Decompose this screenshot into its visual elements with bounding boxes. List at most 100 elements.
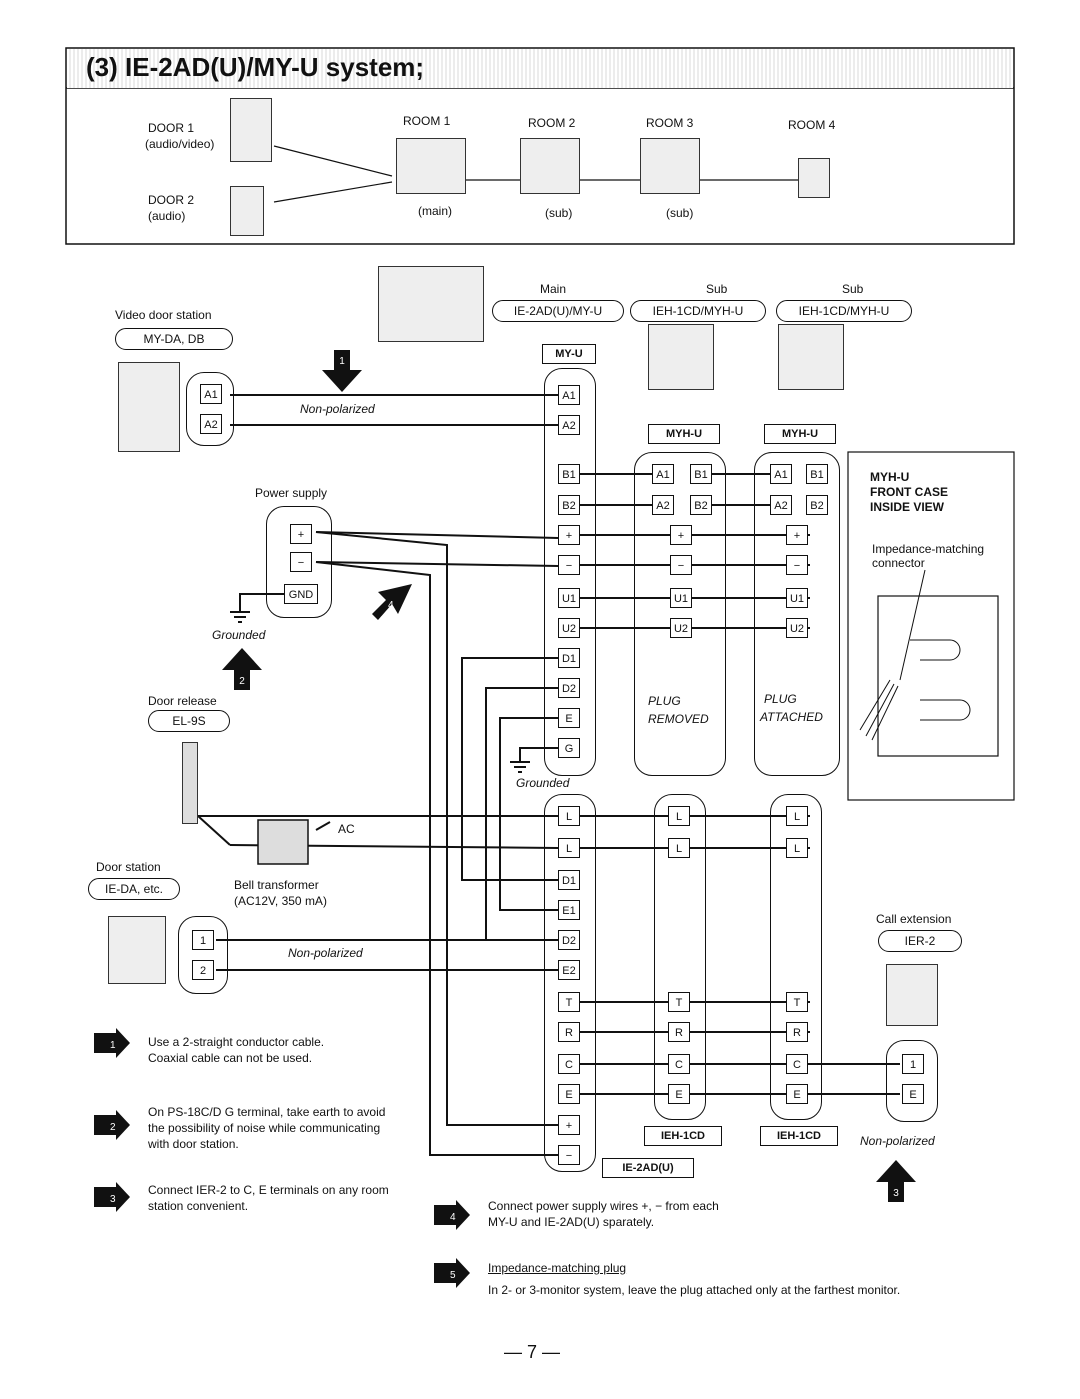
page-title: (3) IE-2AD(U)/MY-U system; <box>86 52 425 82</box>
terminal-t-iehcd1: T <box>668 992 690 1012</box>
terminal-a1-myhu2: A1 <box>770 464 792 484</box>
note-1-line-1: Use a 2-straight conductor cable. <box>148 1035 325 1049</box>
grounded-label-1: Grounded <box>212 628 266 642</box>
terminal-plus-ie2adu: + <box>558 1115 580 1135</box>
non-polarized-label-2: Non-polarized <box>288 946 363 960</box>
door-station-strip <box>178 916 228 994</box>
terminal-plus-myu: + <box>558 525 580 545</box>
svg-text:1: 1 <box>110 1040 116 1051</box>
main-model-pill: IE-2AD(U)/MY-U <box>492 300 624 322</box>
bell-transformer-label: Bell transformer <box>234 878 319 892</box>
terminal-e2-ie2adu: E2 <box>558 960 580 980</box>
room1-monitor <box>396 138 466 194</box>
main-label: Main <box>540 282 567 296</box>
terminal-e-ie2adu: E <box>558 1084 580 1104</box>
terminal-l1-ie2adu: L <box>558 806 580 826</box>
power-supply-strip <box>266 506 332 618</box>
door-station-device <box>108 916 166 984</box>
terminal-r-ie2adu: R <box>558 1022 580 1042</box>
terminal-d2-ie2adu: D2 <box>558 930 580 950</box>
svg-text:3: 3 <box>893 1188 899 1199</box>
ie2adu-label: IE-2AD(U) <box>602 1158 694 1178</box>
terminal-b2-myhu1: B2 <box>690 495 712 515</box>
terminal-u1-myhu1: U1 <box>670 588 692 608</box>
inset-title-3: INSIDE VIEW <box>870 500 945 514</box>
terminal-e-myu: E <box>558 708 580 728</box>
note-1-line-2: Coaxial cable can not be used. <box>148 1051 313 1065</box>
terminal-b2-myhu2: B2 <box>806 495 828 515</box>
terminal-u2-myu: U2 <box>558 618 580 638</box>
sub1-label: Sub <box>706 282 728 296</box>
room3-sub-label: (sub) <box>666 206 694 220</box>
sub1-monitor <box>648 324 714 390</box>
terminal-a2-myhu2: A2 <box>770 495 792 515</box>
note-4-line-1: Connect power supply wires +, − from eac… <box>488 1199 719 1213</box>
call-extension-device <box>886 964 938 1026</box>
room2-monitor <box>520 138 580 194</box>
page-number: — 7 — <box>504 1342 561 1362</box>
terminal-a2-myhu1: A2 <box>652 495 674 515</box>
note-4-icon: 4 <box>434 1200 470 1230</box>
svg-text:3: 3 <box>110 1194 116 1205</box>
note-2-line-1: On PS-18C/D G terminal, take earth to av… <box>148 1105 386 1119</box>
door1-device <box>230 98 272 162</box>
bell-transformer-spec: (AC12V, 350 mA) <box>234 894 327 908</box>
door-release-device <box>182 742 198 824</box>
terminal-l2-iehcd2: L <box>786 838 808 858</box>
marker-4-arrow: 4 <box>372 584 412 624</box>
inset-impedance-2: connector <box>872 556 925 570</box>
terminal-1-door: 1 <box>192 930 214 950</box>
door-station-label: Door station <box>96 860 161 874</box>
video-door-label: Video door station <box>115 308 212 322</box>
note-3-line-1: Connect IER-2 to C, E terminals on any r… <box>148 1183 389 1197</box>
note-2-line-3: with door station. <box>148 1137 239 1151</box>
terminal-plus-myhu2: + <box>786 525 808 545</box>
terminal-u2-myhu1: U2 <box>670 618 692 638</box>
terminal-l1-iehcd1: L <box>668 806 690 826</box>
terminal-gnd-ps: GND <box>284 584 318 604</box>
note-2-line-2: the possibility of noise while communica… <box>148 1121 381 1135</box>
marker-2-up-arrow: 2 <box>222 648 262 690</box>
terminal-c-iehcd2: C <box>786 1054 808 1074</box>
call-extension-label: Call extension <box>876 912 952 926</box>
terminal-a1-myhu1: A1 <box>652 464 674 484</box>
room2-sub-label: (sub) <box>545 206 573 220</box>
terminal-b1-myu: B1 <box>558 464 580 484</box>
terminal-minus-myu: − <box>558 555 580 575</box>
marker-1-down-arrow: 1 <box>322 350 362 392</box>
note-1-icon: 1 <box>94 1028 130 1058</box>
terminal-1-ier2: 1 <box>902 1054 924 1074</box>
note-2-icon: 2 <box>94 1110 130 1140</box>
terminal-r-iehcd2: R <box>786 1022 808 1042</box>
terminal-minus-myhu1: − <box>670 555 692 575</box>
myu-label: MY-U <box>542 344 596 364</box>
video-door-device <box>118 362 180 452</box>
sub1-model-pill: IEH-1CD/MYH-U <box>630 300 766 322</box>
iehcd2-strip <box>770 794 822 1120</box>
room1-main-label: (main) <box>418 204 453 218</box>
note-3-line-2: station convenient. <box>148 1199 249 1213</box>
terminal-plus-myhu1: + <box>670 525 692 545</box>
plug-removed-1: PLUG <box>648 694 681 708</box>
terminal-c-ie2adu: C <box>558 1054 580 1074</box>
plug-attached-1: PLUG <box>764 692 797 706</box>
call-extension-strip <box>886 1040 938 1122</box>
terminal-b1-myhu1: B1 <box>690 464 712 484</box>
title-bar <box>67 49 1013 88</box>
note-5-line-1: Impedance-matching plug <box>488 1261 627 1275</box>
door-station-model: IE-DA, etc. <box>88 878 180 900</box>
terminal-t-iehcd2: T <box>786 992 808 1012</box>
note-5-icon: 5 <box>434 1258 470 1288</box>
plug-attached-2: ATTACHED <box>760 710 823 724</box>
grounded-label-2: Grounded <box>516 776 570 790</box>
iehcd2-label: IEH-1CD <box>760 1126 838 1146</box>
terminal-r-iehcd1: R <box>668 1022 690 1042</box>
video-door-model: MY-DA, DB <box>115 328 233 350</box>
door2-device <box>230 186 264 236</box>
terminal-d2-myu: D2 <box>558 678 580 698</box>
main-monitor <box>378 266 484 342</box>
myhu1-strip <box>634 452 726 776</box>
terminal-e-ier2: E <box>902 1084 924 1104</box>
svg-text:1: 1 <box>339 356 345 367</box>
